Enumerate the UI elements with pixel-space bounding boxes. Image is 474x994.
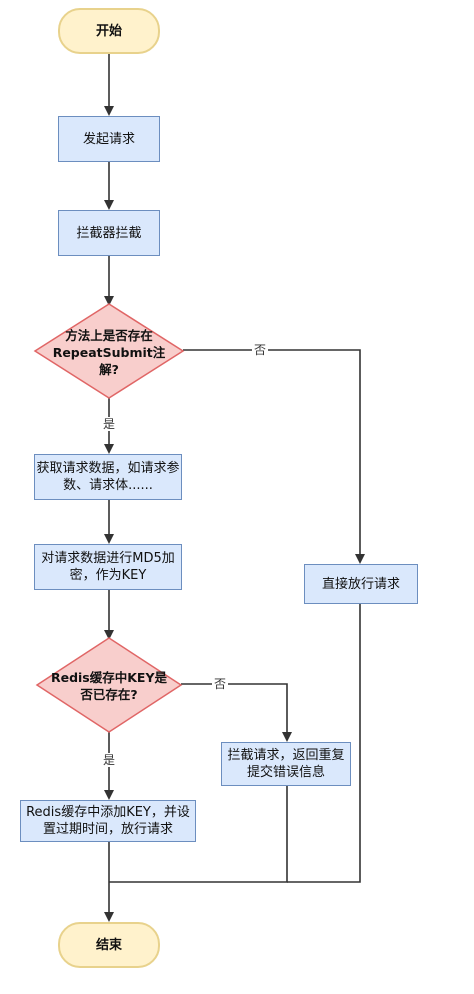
pass-request-node: 直接放行请求 bbox=[304, 564, 418, 604]
add-key-node: Redis缓存中添加KEY，并设置过期时间，放行请求 bbox=[20, 800, 196, 842]
pass-request-label: 直接放行请求 bbox=[321, 576, 400, 592]
redis-exists-label: Redis缓存中KEY是否已存在? bbox=[50, 670, 168, 702]
end-node: 结束 bbox=[58, 922, 160, 968]
edge-label-annotation-no: 否 bbox=[252, 343, 269, 357]
check-annotation-label: 方法上是否存在RepeatSubmit注解? bbox=[52, 327, 166, 377]
get-request-data-node: 获取请求数据，如请求参数、请求体...... bbox=[34, 454, 182, 500]
redis-exists-text: Redis缓存中KEY是否已存在? bbox=[50, 660, 168, 712]
edge-label-exists-yes: 是 bbox=[101, 753, 118, 767]
get-request-data-label: 获取请求数据，如请求参数、请求体...... bbox=[36, 461, 180, 493]
send-request-node: 发起请求 bbox=[58, 116, 160, 162]
md5-key-label: 对请求数据进行MD5加密，作为KEY bbox=[41, 551, 175, 583]
interceptor-node: 拦截器拦截 bbox=[58, 210, 160, 256]
end-label: 结束 bbox=[95, 937, 122, 953]
decision-redis-shape bbox=[35, 637, 183, 733]
block-request-label: 拦截请求，返回重复提交错误信息 bbox=[227, 748, 345, 780]
start-node: 开始 bbox=[58, 8, 160, 54]
block-request-node: 拦截请求，返回重复提交错误信息 bbox=[221, 742, 351, 786]
check-annotation-text: 方法上是否存在RepeatSubmit注解? bbox=[46, 324, 172, 380]
md5-key-node: 对请求数据进行MD5加密，作为KEY bbox=[34, 544, 182, 590]
start-label: 开始 bbox=[95, 23, 122, 39]
edge-check-no bbox=[183, 349, 365, 564]
edge-redis-no bbox=[181, 683, 292, 742]
add-key-label: Redis缓存中添加KEY，并设置过期时间，放行请求 bbox=[26, 805, 190, 837]
interceptor-label: 拦截器拦截 bbox=[76, 225, 142, 241]
edge-label-annotation-yes: 是 bbox=[101, 417, 118, 431]
decision-annotation-shape bbox=[33, 303, 185, 399]
edge-pass-merge bbox=[287, 604, 361, 883]
edge-label-exists-no: 否 bbox=[212, 677, 229, 691]
send-request-label: 发起请求 bbox=[82, 131, 135, 147]
